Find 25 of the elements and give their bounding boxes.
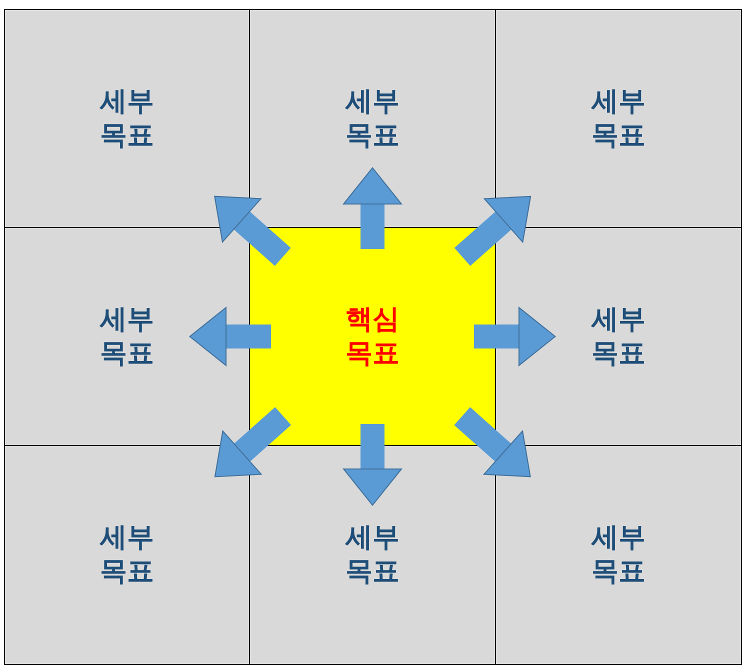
sub-goal-label: 세부 목표 [98,521,155,589]
sub-goal-cell [495,445,742,665]
sub-goal-label: 세부 목표 [590,302,646,370]
block-arrow [474,307,556,366]
sub-goal-cell [249,445,496,665]
sub-goal-cell [249,9,496,228]
sub-goal-cell [4,9,250,228]
sub-goal-label: 세부 목표 [98,302,155,370]
sub-goal-label: 세부 목표 [590,521,646,589]
block-arrow [189,307,271,366]
sub-goal-cell [495,9,742,228]
sub-goal-label: 세부 목표 [590,84,646,152]
core-goal-label: 핵심 목표 [344,302,400,370]
sub-goal-cell [4,445,250,665]
sub-goal-label: 세부 목표 [344,521,400,589]
sub-goal-label: 세부 목표 [98,84,155,152]
sub-goal-cell [495,227,742,446]
block-arrow [454,407,531,478]
sub-goal-label: 세부 목표 [344,84,400,152]
block-arrow [214,407,292,478]
sub-goal-cell [4,227,250,446]
block-arrow [454,196,532,266]
block-arrow [343,424,402,506]
block-arrow [343,167,402,249]
block-arrow [214,196,291,266]
